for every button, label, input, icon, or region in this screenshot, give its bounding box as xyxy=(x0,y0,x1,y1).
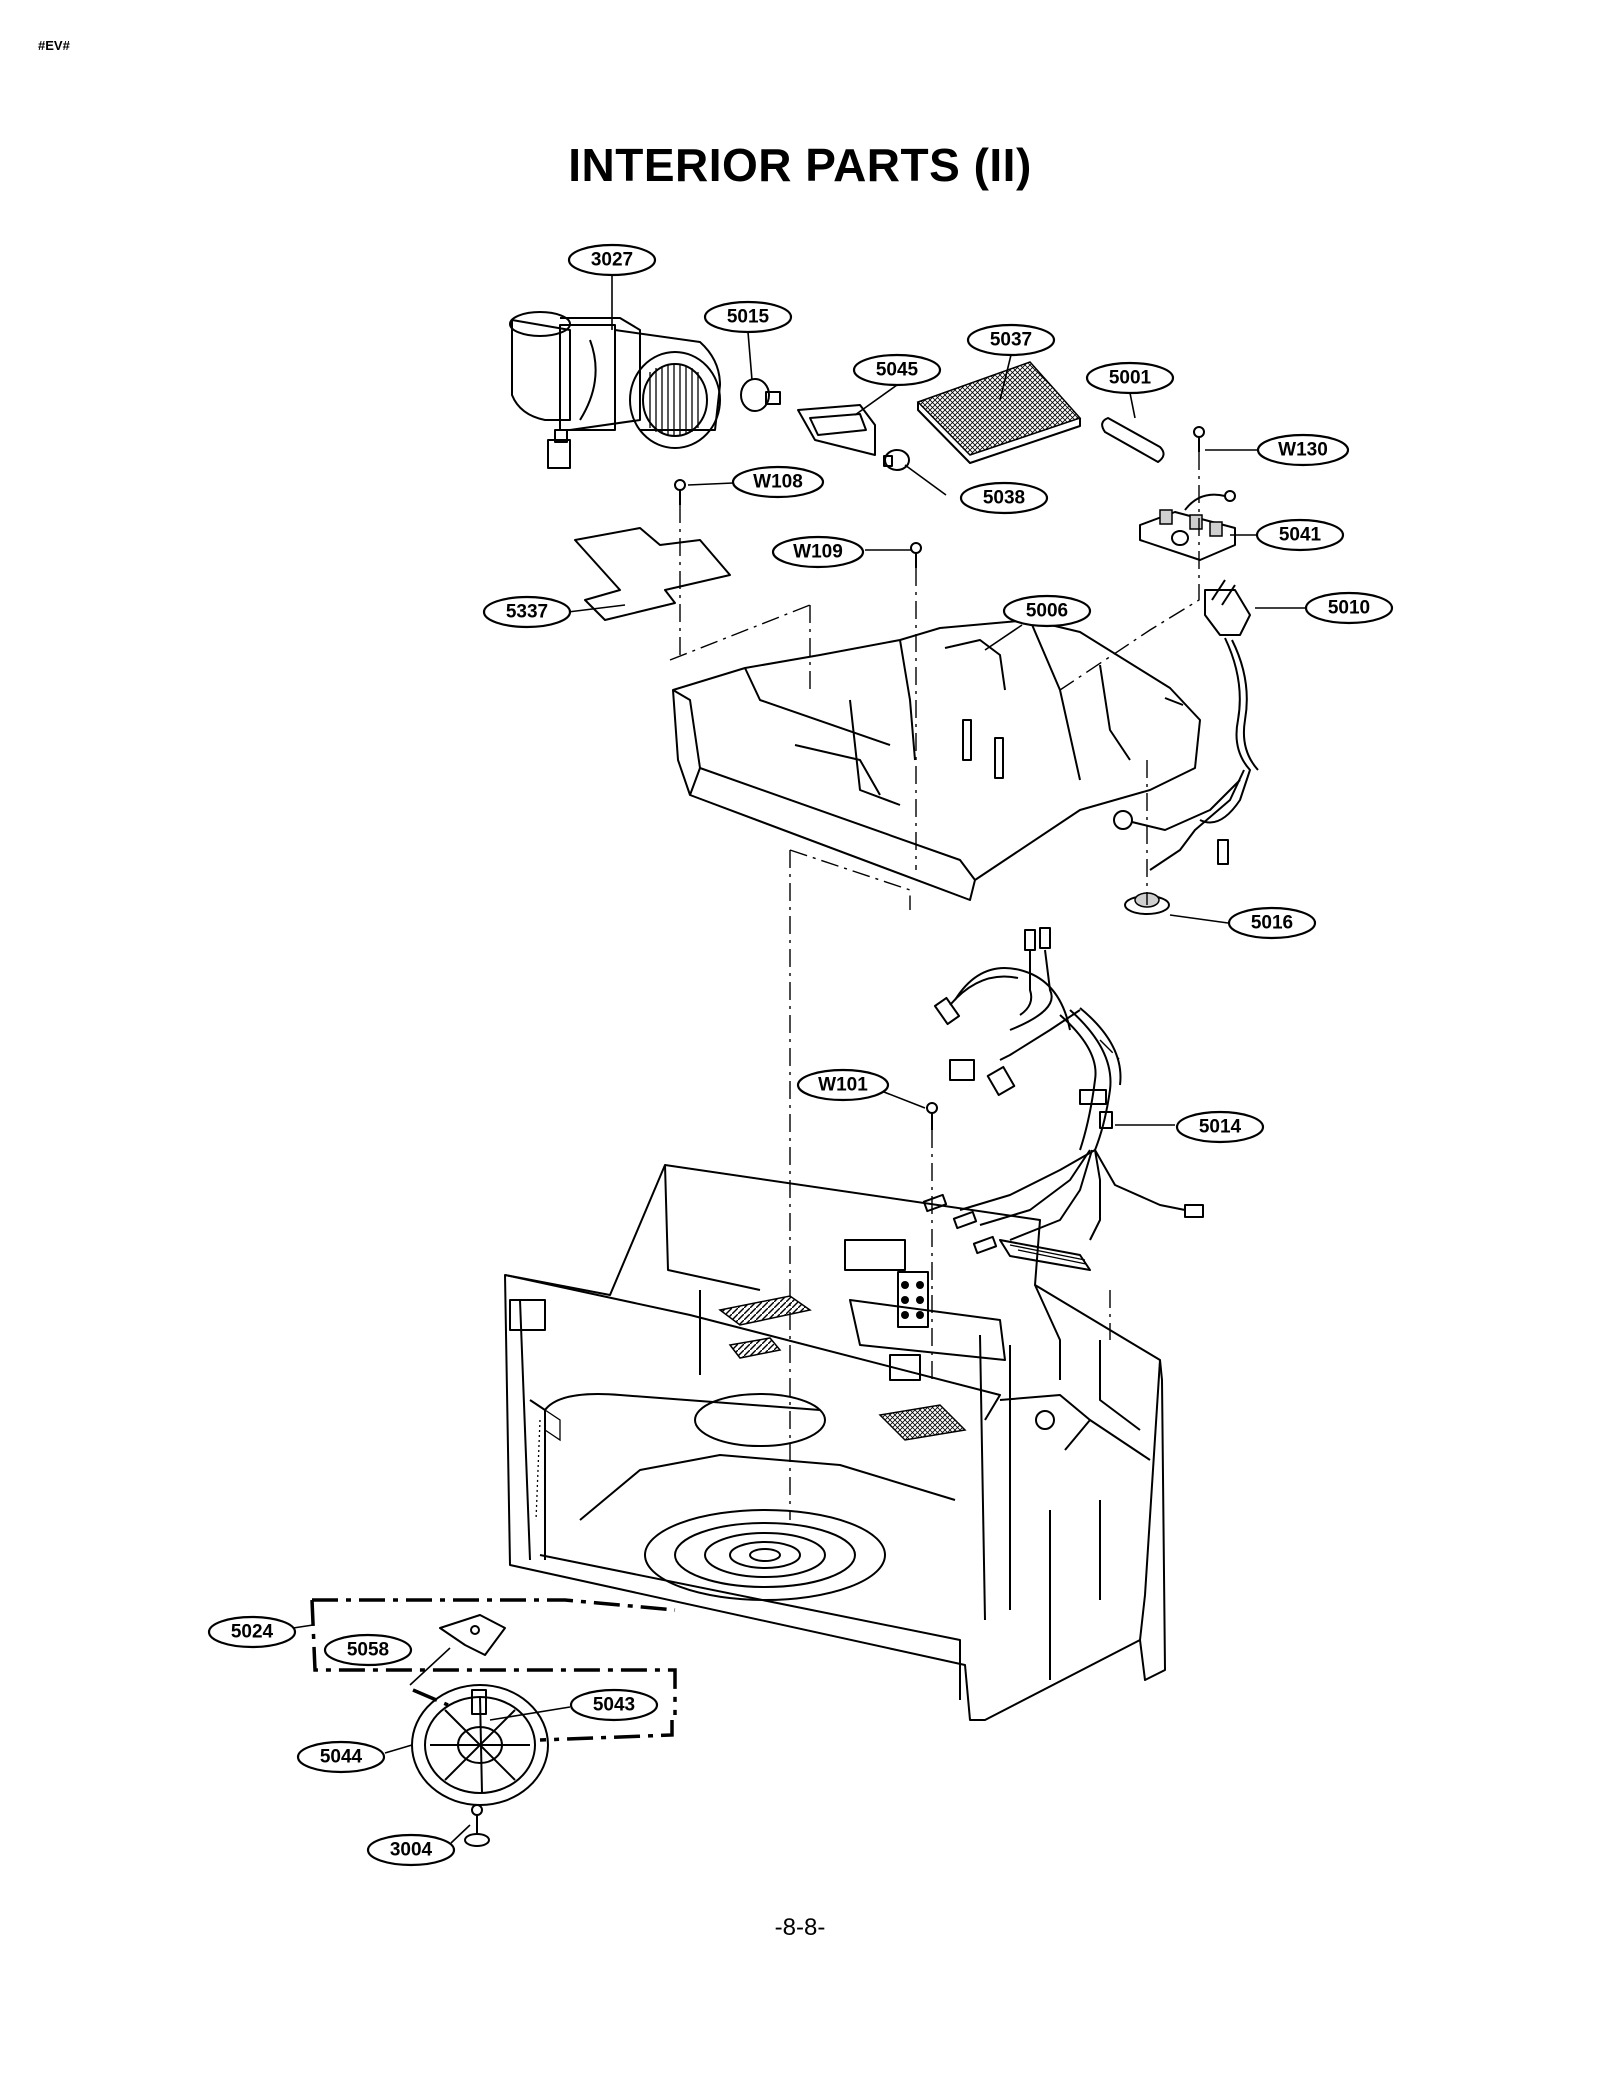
callout-5058: 5058 xyxy=(323,1633,413,1667)
callout-W130: W130 xyxy=(1256,433,1350,467)
fan-motor-assembly-drawing xyxy=(509,311,721,469)
svg-text:5045: 5045 xyxy=(876,360,919,381)
svg-text:W130: W130 xyxy=(1278,440,1328,461)
document-code: #EV# xyxy=(38,38,70,53)
callout-3027: 3027 xyxy=(567,243,657,277)
svg-text:5037: 5037 xyxy=(990,330,1032,351)
svg-text:W108: W108 xyxy=(753,472,803,493)
svg-text:5038: 5038 xyxy=(983,488,1025,509)
terminal-board-drawing xyxy=(1139,490,1236,561)
alignment-lines xyxy=(669,452,1200,1520)
filter-drawing xyxy=(916,361,1082,464)
svg-text:5044: 5044 xyxy=(320,1747,363,1768)
power-cord-drawing xyxy=(1113,579,1259,871)
callout-5045: 5045 xyxy=(852,353,942,387)
svg-text:5041: 5041 xyxy=(1279,525,1322,546)
insulation-sheet-drawing xyxy=(574,527,731,621)
callout-5001: 5001 xyxy=(1085,361,1175,395)
svg-text:W101: W101 xyxy=(818,1075,868,1096)
callout-5037: 5037 xyxy=(966,323,1056,357)
chassis-bracket-drawing xyxy=(672,619,1201,901)
callout-5015: 5015 xyxy=(703,300,793,334)
page-number: -8-8- xyxy=(774,1914,826,1941)
svg-text:5043: 5043 xyxy=(593,1695,635,1716)
lamp-bulb-drawing xyxy=(740,378,781,412)
svg-text:W109: W109 xyxy=(793,542,843,563)
stirrer-assembly-drawing xyxy=(411,1614,549,1847)
svg-text:5010: 5010 xyxy=(1328,598,1370,619)
lamp-bracket-drawing xyxy=(797,404,876,456)
svg-text:3027: 3027 xyxy=(591,250,633,271)
callout-5044: 5044 xyxy=(296,1740,386,1774)
callout-5041: 5041 xyxy=(1255,518,1345,552)
callout-5016: 5016 xyxy=(1227,906,1317,940)
screws-drawing xyxy=(674,426,1205,1130)
lamp-socket-drawing xyxy=(883,449,910,471)
fuse-drawing xyxy=(1101,417,1165,463)
callout-5043: 5043 xyxy=(569,1688,659,1722)
svg-text:5014: 5014 xyxy=(1199,1117,1242,1138)
callout-3004: 3004 xyxy=(366,1833,456,1867)
callout-5006: 5006 xyxy=(1002,594,1092,628)
svg-text:5337: 5337 xyxy=(506,602,548,623)
svg-text:3004: 3004 xyxy=(390,1840,433,1861)
page-title: INTERIOR PARTS (II) xyxy=(568,139,1032,191)
leader-lines xyxy=(279,275,1305,1844)
svg-text:5024: 5024 xyxy=(231,1622,274,1643)
callout-5337: 5337 xyxy=(482,595,572,629)
kit-boundary-5024 xyxy=(310,1598,677,1742)
oven-cavity-drawing xyxy=(504,1164,1166,1721)
callout-5014: 5014 xyxy=(1175,1110,1265,1144)
svg-text:5006: 5006 xyxy=(1026,601,1068,622)
svg-text:5016: 5016 xyxy=(1251,913,1293,934)
callout-W109: W109 xyxy=(771,535,865,569)
callout-5038: 5038 xyxy=(959,481,1049,515)
callout-5024: 5024 xyxy=(207,1615,297,1649)
wire-harness-drawing xyxy=(922,927,1204,1271)
callout-W101: W101 xyxy=(796,1068,890,1102)
callout-5010: 5010 xyxy=(1304,591,1394,625)
svg-text:5015: 5015 xyxy=(727,307,770,328)
callout-W108: W108 xyxy=(731,465,825,499)
svg-text:5058: 5058 xyxy=(347,1640,389,1661)
svg-text:5001: 5001 xyxy=(1109,368,1152,389)
